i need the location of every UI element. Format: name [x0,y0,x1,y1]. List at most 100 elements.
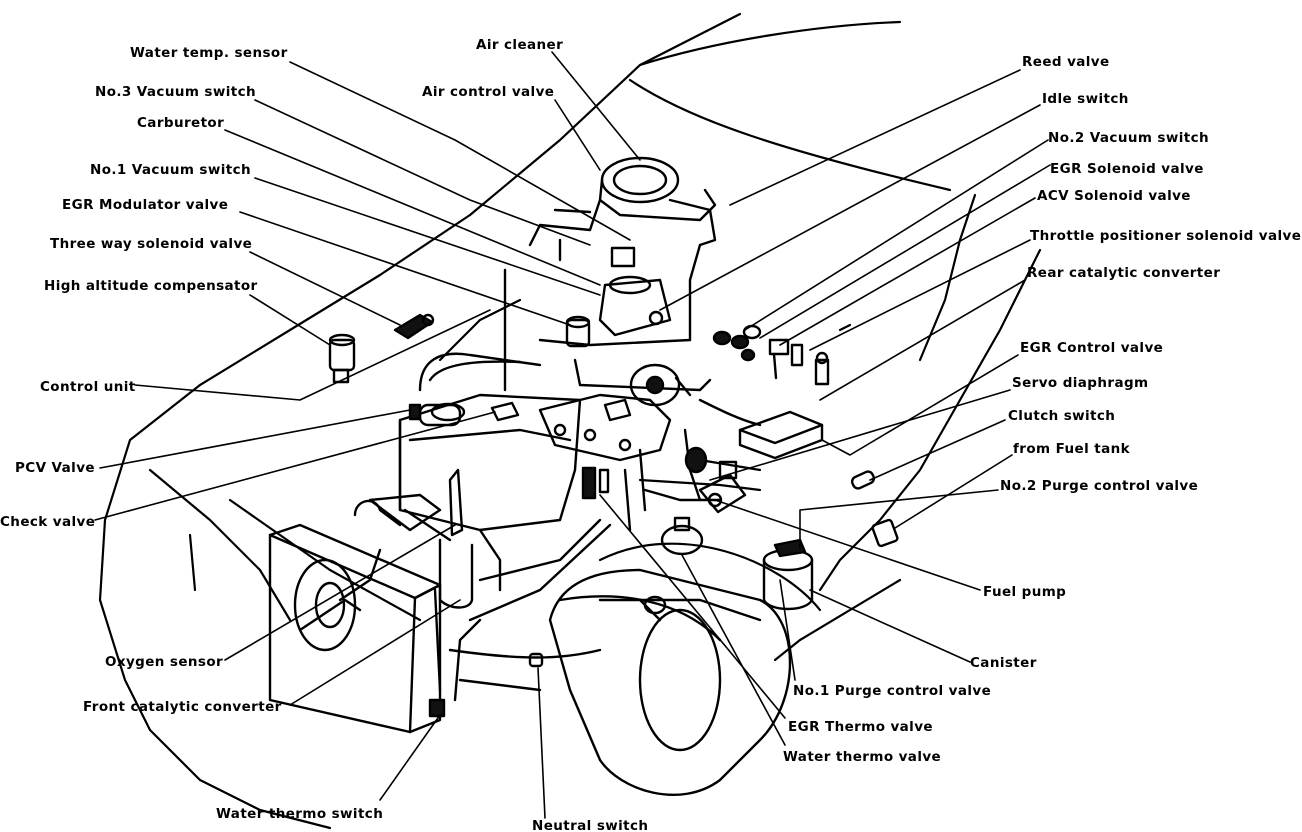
front-catalytic-part [368,493,442,532]
label-air-control-valve: Air control valve [422,84,554,100]
leader-three-way-solenoid [249,251,401,326]
leader-carburetor [224,129,601,286]
label-no1-purge-control: No.1 Purge control valve [793,683,991,699]
label-idle-switch: Idle switch [1042,91,1129,107]
leader-high-altitude [249,294,331,346]
leader-servo-diaphragm [709,389,1011,481]
engine-block [398,393,582,592]
leader-no2-purge-control [799,489,999,549]
leader-egr-modulator-valve [239,211,571,326]
label-carburetor: Carburetor [137,115,224,131]
three-way-solenoid-part [393,313,435,340]
label-control-unit: Control unit [40,379,136,395]
car-body-outline [98,12,1042,830]
leader-air-cleaner [551,51,641,161]
inner-fender-line [148,468,292,622]
oxygen-sensor-part [438,468,474,609]
bumper-left [188,533,197,592]
label-egr-solenoid-valve: EGR Solenoid valve [1050,161,1204,177]
leader-fuel-pump [714,499,981,591]
leader-neutral-switch [537,667,546,819]
leader-throttle-positioner [809,239,1031,351]
label-water-temp-sensor: Water temp. sensor [130,45,288,61]
label-reed-valve: Reed valve [1022,54,1110,70]
leader-idle-switch [659,104,1041,311]
label-servo-diaphragm: Servo diaphragm [1012,375,1149,391]
hoses [338,268,762,702]
pcv-valve-part [408,403,422,421]
leader-air-control-valve [554,99,601,171]
right-body-line [818,248,1042,592]
water-thermo-switch-part [428,698,446,718]
leader-no1-purge-control [779,579,796,681]
label-water-thermo-valve: Water thermo valve [783,749,941,765]
leader-no2-vacuum-switch [744,139,1049,331]
label-egr-thermo-valve: EGR Thermo valve [788,719,933,735]
leader-water-temp-sensor [289,61,631,241]
label-egr-control-valve: EGR Control valve [1020,340,1163,356]
vacuum-switch-cluster [712,324,830,386]
leader-rear-catalytic [819,279,1026,401]
leader-egr-solenoid-valve [759,164,1051,339]
hood-left-edge [98,12,742,830]
label-air-cleaner: Air cleaner [476,37,563,53]
components [328,313,899,718]
leader-water-thermo-valve [681,554,786,746]
egr-modulator-part [565,315,591,348]
label-neutral-switch: Neutral switch [532,818,648,832]
label-oxygen-sensor: Oxygen sensor [105,654,223,670]
carburetor [598,246,672,337]
body-mid-line [438,298,522,362]
leader-lines [94,51,1051,819]
inner-line-2 [228,498,422,622]
fuel-filter-part [871,518,899,548]
label-water-thermo-switch: Water thermo switch [216,806,383,822]
neutral-switch-part [528,652,544,668]
label-acv-solenoid-valve: ACV Solenoid valve [1037,188,1191,204]
leader-egr-control-valve [821,354,1019,456]
label-no2-vacuum-switch: No.2 Vacuum switch [1048,130,1209,146]
label-canister: Canister [970,655,1037,671]
leader-acv-solenoid-valve [779,197,1036,346]
label-pcv-valve: PCV Valve [15,460,95,476]
label-front-catalytic: Front catalytic converter [83,699,282,715]
leader-front-catalytic [289,599,461,706]
label-clutch-switch: Clutch switch [1008,408,1115,424]
leader-control-unit [134,309,491,401]
leader-no3-vacuum-switch [254,99,591,246]
body-short-4 [773,578,902,662]
transmission [448,568,792,796]
label-egr-modulator-valve: EGR Modulator valve [62,197,228,213]
body-short-3 [838,323,852,332]
high-altitude-compensator-part [328,333,356,384]
wheel-arch [598,542,822,612]
air-cleaner-assembly [528,156,717,342]
label-three-way-solenoid: Three way solenoid valve [50,236,252,252]
check-valve-part [490,401,520,422]
label-from-fuel-tank: from Fuel tank [1013,441,1131,457]
label-no3-vacuum-switch: No.3 Vacuum switch [95,84,256,100]
leader-check-valve [94,411,496,521]
leader-egr-thermo-valve [599,494,786,719]
leader-oxygen-sensor [224,524,456,661]
fender-right [918,193,977,362]
canister-part [762,538,814,611]
egr-thermo-valve-part [581,466,610,500]
leader-no1-vacuum-switch [254,177,601,296]
label-no1-vacuum-switch: No.1 Vacuum switch [90,162,251,178]
label-check-valve: Check valve [0,514,95,530]
leader-reed-valve [729,69,1021,206]
leader-water-thermo-switch [379,714,441,801]
label-fuel-pump: Fuel pump [983,584,1066,600]
labels: Water temp. sensor Air cleaner Reed valv… [0,37,1301,832]
windshield-edge [628,78,952,192]
label-no2-purge-control: No.2 Purge control valve [1000,478,1198,494]
body-short-1 [638,478,762,492]
fuel-pump-part [684,446,747,514]
hood-top-edge [638,20,902,67]
label-rear-catalytic: Rear catalytic converter [1027,265,1220,281]
leader-canister [809,589,971,663]
leader-from-fuel-tank [894,454,1013,529]
label-high-altitude: High altitude compensator [44,278,258,294]
